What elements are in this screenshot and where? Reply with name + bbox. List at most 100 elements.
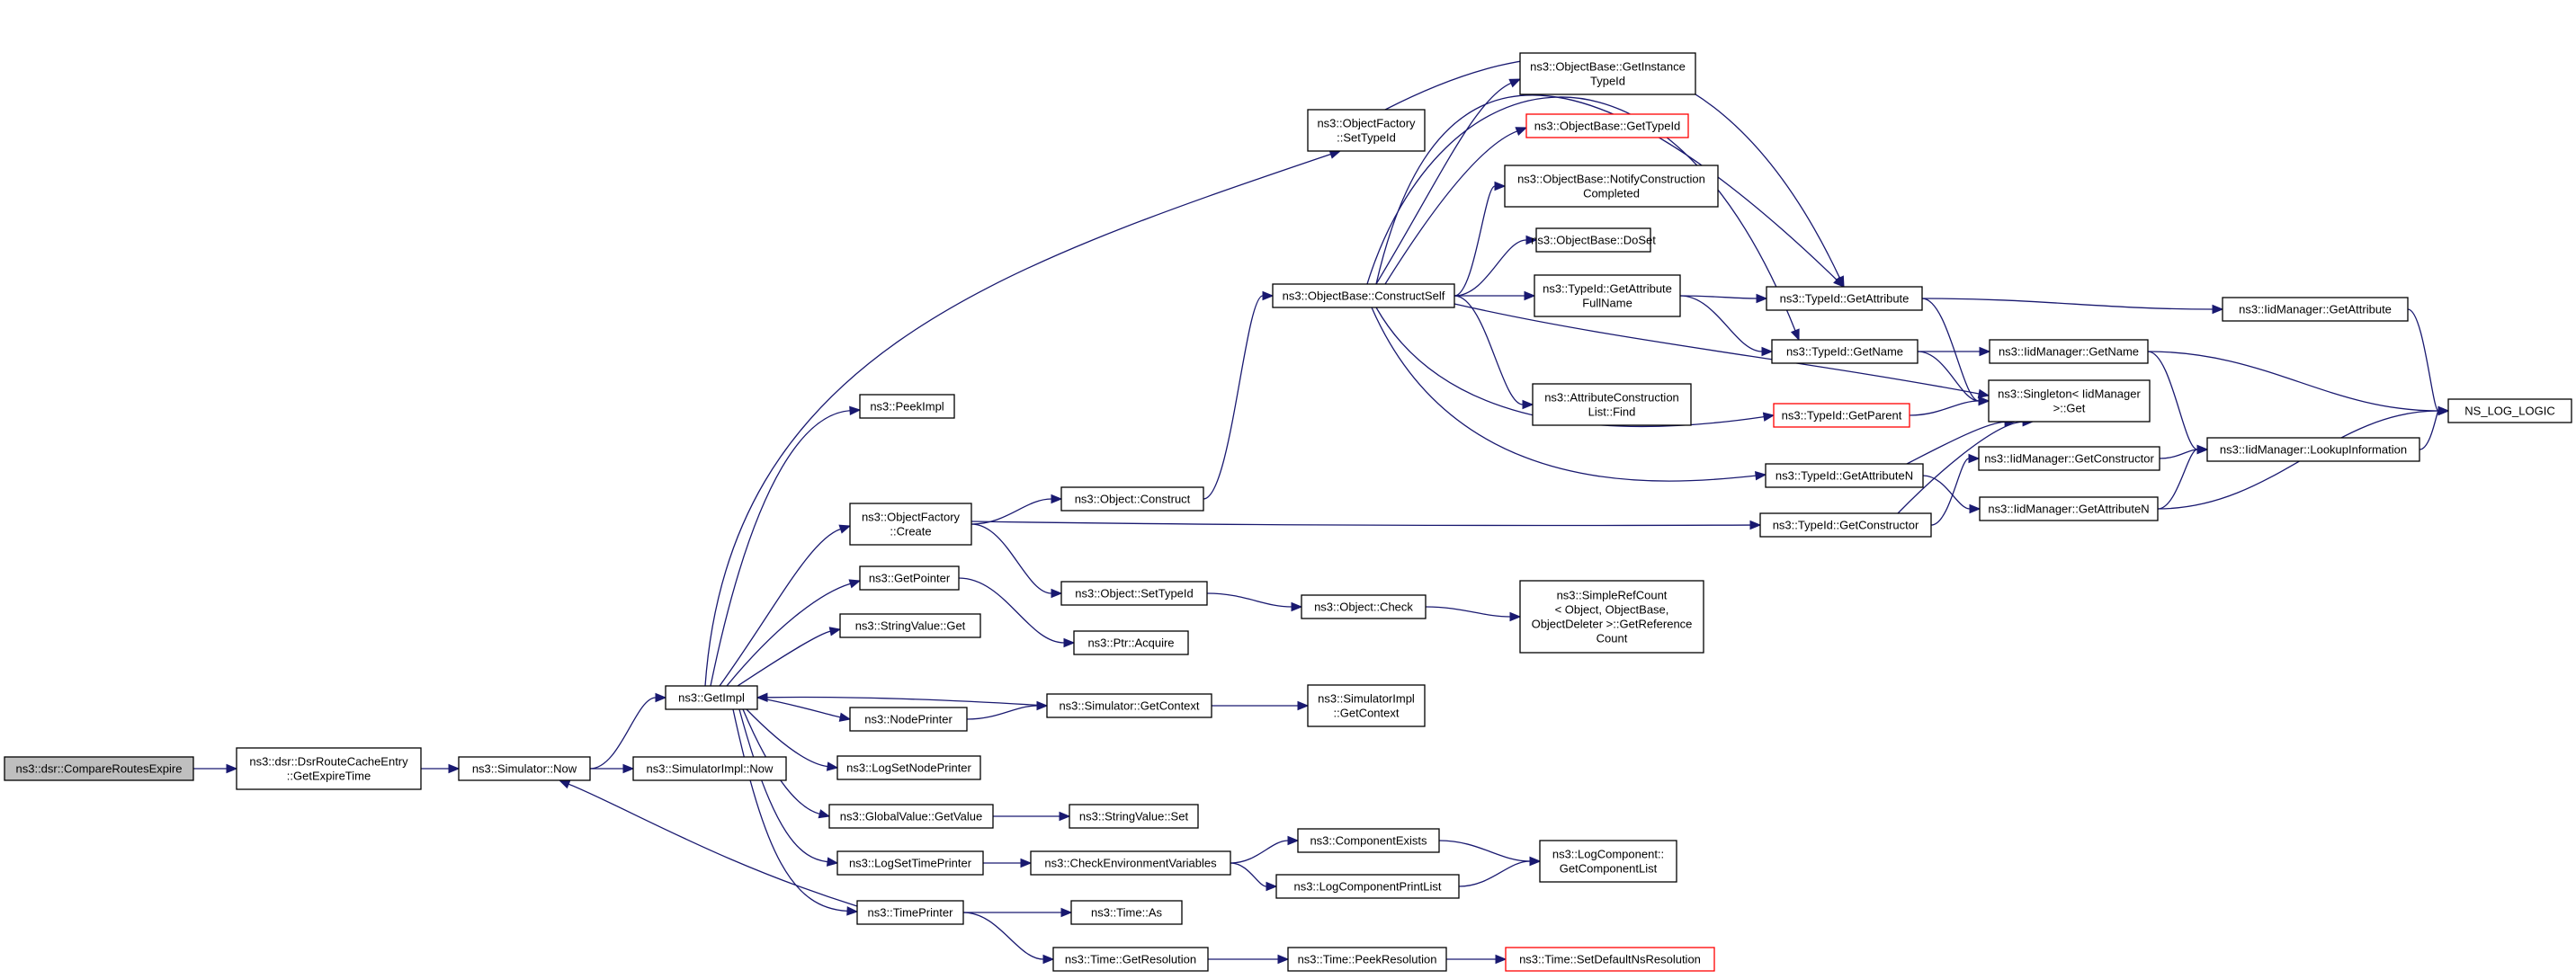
- graph-node-n39[interactable]: ns3::TypeId::GetAttribute: [1766, 286, 1923, 311]
- graph-node-n50[interactable]: NS_LOG_LOGIC: [2447, 398, 2572, 423]
- edge-line: [1384, 130, 1517, 285]
- graph-node-n33[interactable]: ns3::ObjectBase::DoSet: [1531, 227, 1656, 253]
- graph-node-n25[interactable]: ns3::Object::Check: [1301, 594, 1427, 619]
- arrowhead: [622, 763, 635, 774]
- edge-n34-to-n39: [1679, 293, 1768, 304]
- edge-line: [2407, 308, 2439, 412]
- graph-node-n20[interactable]: ns3::StringValue::Set: [1069, 804, 1199, 829]
- node-label: ns3::Object::SetTypeId: [1075, 587, 1194, 601]
- graph-node-n45[interactable]: ns3::IidManager::GetName: [1989, 339, 2149, 364]
- node-box: [1052, 947, 1209, 972]
- graph-node-n42[interactable]: ns3::TypeId::GetAttributeN: [1765, 463, 1924, 488]
- graph-node-n27[interactable]: ns3::ComponentExists: [1297, 828, 1440, 853]
- node-label: ns3::ObjectBase::ConstructSelf: [1283, 289, 1445, 303]
- graph-node-n3[interactable]: ns3::Simulator::Now: [458, 756, 591, 781]
- node-label: ns3::ObjectBase::NotifyConstruction: [1517, 173, 1705, 186]
- graph-node-n1[interactable]: ns3::dsr::CompareRoutesExpire: [4, 756, 194, 781]
- arrowhead: [846, 906, 859, 916]
- edge-n21-to-n27: [1230, 835, 1300, 864]
- graph-node-n40[interactable]: ns3::TypeId::GetName: [1771, 339, 1919, 364]
- edge-n24-to-n32: [1453, 181, 1507, 297]
- graph-node-n19[interactable]: ns3::Simulator::GetContext: [1046, 693, 1212, 718]
- edge-n8-to-n16: [970, 494, 1063, 525]
- node-label: ns3::ObjectBase::DoSet: [1531, 234, 1656, 247]
- node-box: [1519, 52, 1696, 95]
- graph-node-n37[interactable]: ns3::LogComponent::GetComponentList: [1539, 840, 1677, 883]
- node-box: [665, 685, 758, 710]
- node-box: [1287, 947, 1447, 972]
- graph-node-n44[interactable]: ns3::Singleton< IidManager>::Get: [1988, 379, 2151, 423]
- graph-node-n22[interactable]: ns3::Time::As: [1070, 900, 1183, 925]
- graph-node-n43[interactable]: ns3::TypeId::GetConstructor: [1759, 512, 1932, 538]
- node-box: [1771, 339, 1919, 364]
- graph-node-n8[interactable]: ns3::ObjectFactory::Create: [849, 503, 972, 546]
- graph-node-n13[interactable]: ns3::GlobalValue::GetValue: [828, 804, 994, 829]
- edge-line: [1453, 303, 1980, 395]
- arrowhead: [826, 857, 839, 867]
- graph-node-n49[interactable]: ns3::IidManager::LookupInformation: [2206, 437, 2420, 462]
- node-box: [836, 755, 981, 780]
- node-label: ns3::TimePrinter: [868, 906, 954, 920]
- edge-line: [970, 523, 1052, 594]
- arrowhead: [1060, 907, 1073, 918]
- node-label: ns3::GetPointer: [869, 572, 951, 585]
- edge-n45-to-n50: [2147, 351, 2450, 416]
- graph-node-n24[interactable]: ns3::ObjectBase::ConstructSelf: [1272, 283, 1455, 308]
- arrowhead: [655, 692, 667, 703]
- graph-node-n41[interactable]: ns3::TypeId::GetParent: [1773, 403, 1910, 428]
- graph-node-n47[interactable]: ns3::IidManager::GetAttributeN: [1979, 496, 2159, 521]
- node-box: [1307, 684, 1426, 727]
- graph-node-n28[interactable]: ns3::LogComponentPrintList: [1275, 874, 1460, 899]
- graph-node-n9[interactable]: ns3::GetPointer: [859, 565, 960, 591]
- graph-node-n17[interactable]: ns3::Object::SetTypeId: [1060, 581, 1208, 606]
- edge-n15-to-n3: [558, 779, 858, 907]
- graph-node-n16[interactable]: ns3::Object::Construct: [1060, 486, 1204, 512]
- graph-node-n18[interactable]: ns3::Ptr::Acquire: [1073, 630, 1189, 655]
- graph-node-n26[interactable]: ns3::SimulatorImpl::GetContext: [1307, 684, 1426, 727]
- edge-line: [766, 696, 1048, 707]
- graph-node-n15[interactable]: ns3::TimePrinter: [856, 900, 964, 925]
- edge-line: [1921, 298, 1980, 402]
- edge-line: [756, 697, 841, 718]
- graph-node-n6[interactable]: ns3::PeekImpl: [859, 394, 955, 419]
- graph-node-n5[interactable]: ns3::GetImpl: [665, 685, 758, 710]
- arrowhead: [818, 809, 831, 819]
- arrowhead: [828, 627, 842, 636]
- edge-n13-to-n20: [992, 811, 1071, 822]
- graph-node-n11[interactable]: ns3::NodePrinter: [849, 707, 968, 732]
- graph-node-n7[interactable]: ns3::ObjectFactory::SetTypeId: [1307, 109, 1426, 152]
- nodes-layer: ns3::dsr::CompareRoutesExpire ns3::dsr::D…: [4, 52, 2572, 972]
- arrowhead: [1297, 700, 1310, 711]
- arrowhead: [1266, 881, 1278, 892]
- edge-line: [1206, 592, 1292, 608]
- graph-node-n32[interactable]: ns3::ObjectBase::NotifyConstructionCompl…: [1504, 165, 1719, 208]
- graph-node-n14[interactable]: ns3::LogSetTimePrinter: [836, 850, 984, 876]
- node-label: Completed: [1583, 187, 1640, 200]
- node-box: [859, 394, 955, 419]
- graph-node-n48[interactable]: ns3::IidManager::GetAttribute: [2222, 297, 2409, 322]
- graph-node-n46[interactable]: ns3::IidManager::GetConstructor: [1978, 446, 2160, 471]
- graph-node-n2[interactable]: ns3::dsr::DsrRouteCacheEntry::GetExpireT…: [236, 747, 422, 790]
- edge-line: [970, 498, 1052, 525]
- graph-node-n21[interactable]: ns3::CheckEnvironmentVariables: [1030, 850, 1231, 876]
- edge-n34-to-n40: [1679, 295, 1774, 357]
- graph-node-n23[interactable]: ns3::Time::GetResolution: [1052, 947, 1209, 972]
- arrowhead: [1495, 954, 1507, 965]
- node-label: ns3::TypeId::GetAttribute: [1543, 282, 1672, 296]
- graph-node-n29[interactable]: ns3::Time::PeekResolution: [1287, 947, 1447, 972]
- graph-node-n4[interactable]: ns3::SimulatorImpl::Now: [632, 756, 787, 781]
- node-label: ns3::Singleton< IidManager: [1998, 387, 2141, 401]
- graph-node-n10[interactable]: ns3::StringValue::Get: [839, 613, 981, 638]
- edge-n15-to-n22: [962, 907, 1073, 918]
- node-box: [1773, 403, 1910, 428]
- graph-node-n12[interactable]: ns3::LogSetNodePrinter: [836, 755, 981, 780]
- graph-node-n31[interactable]: ns3::ObjectBase::GetTypeId: [1525, 113, 1689, 138]
- graph-node-n36[interactable]: ns3::SimpleRefCount< Object, ObjectBase,…: [1519, 580, 1704, 654]
- edge-line: [1906, 421, 2006, 465]
- graph-node-n38[interactable]: ns3::Time::SetDefaultNsResolution: [1505, 947, 1715, 972]
- arrowhead: [1287, 835, 1300, 846]
- node-label: ns3::dsr::DsrRouteCacheEntry: [249, 755, 408, 769]
